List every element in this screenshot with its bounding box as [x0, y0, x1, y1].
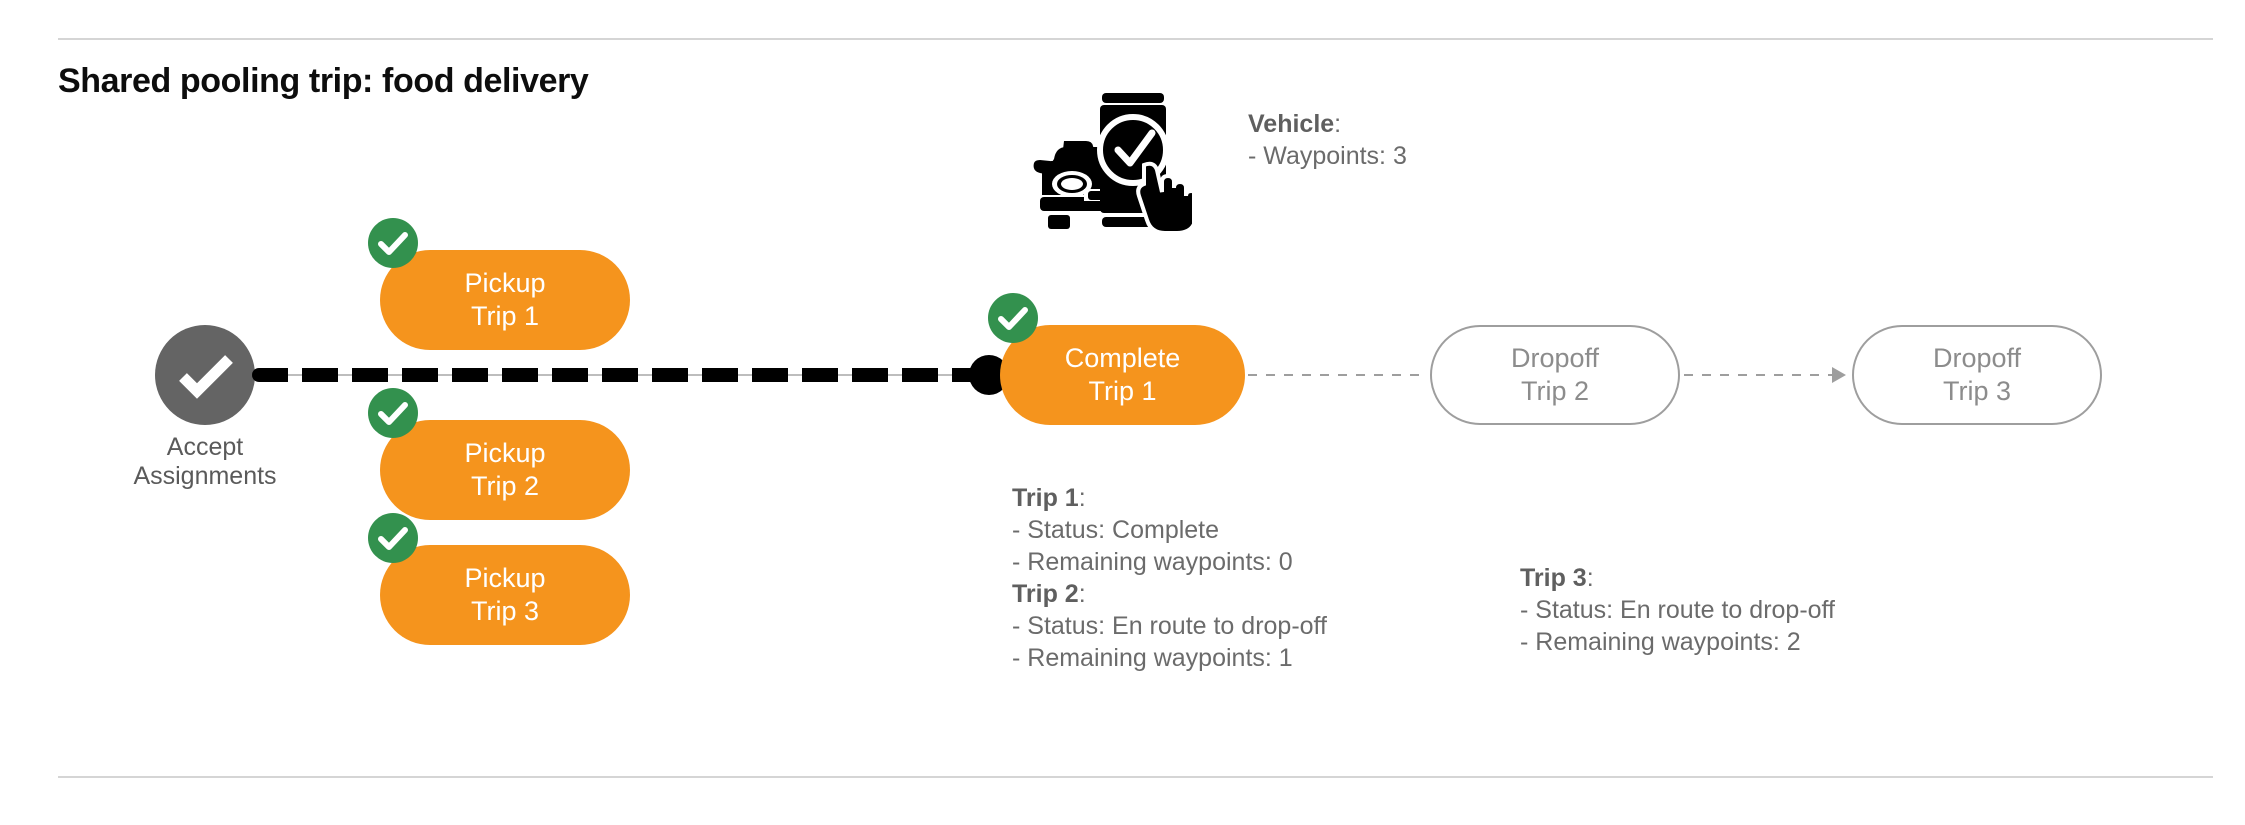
node-pickup-trip-1[interactable]: Pickup Trip 1 — [380, 250, 630, 350]
trip-1-heading-colon: : — [1078, 484, 1086, 512]
vehicle-info-block: Vehicle: - Waypoints: 3 — [1248, 108, 1407, 172]
connector-complete-to-dropoff-2 — [1248, 374, 1428, 376]
trip-2-status-line: - Status: En route to drop-off — [1012, 612, 1327, 640]
vehicle-waypoints-line: - Waypoints: 3 — [1248, 142, 1407, 170]
trip-2-waypoints-line: - Remaining waypoints: 1 — [1012, 644, 1293, 672]
node-pickup-trip-3[interactable]: Pickup Trip 3 — [380, 545, 630, 645]
pickup-3-line1: Pickup — [464, 563, 546, 594]
trip-1-heading-row: Trip 1: — [1012, 482, 1327, 514]
vehicle-info-heading: Vehicle — [1248, 110, 1335, 138]
car-phone-check-icon — [1032, 85, 1192, 233]
start-node-label: Accept Assignments — [95, 433, 315, 491]
trip-3-waypoints-line: - Remaining waypoints: 2 — [1520, 628, 1801, 656]
check-badge-icon-pickup-3 — [368, 513, 418, 563]
node-complete-trip-1[interactable]: Complete Trip 1 — [1000, 325, 1245, 425]
check-badge-icon-pickup-2 — [368, 388, 418, 438]
start-label-line2: Assignments — [133, 462, 277, 490]
trip-2-heading-row: Trip 2: — [1012, 578, 1327, 610]
trip-3-heading-colon: : — [1586, 564, 1594, 592]
trip-3-heading-row: Trip 3: — [1520, 562, 1835, 594]
complete-line1: Complete — [1064, 343, 1181, 374]
check-circle-icon — [155, 325, 255, 425]
trip-2-heading-colon: : — [1078, 580, 1086, 608]
trip-1-status-line: - Status: Complete — [1012, 516, 1220, 544]
node-dropoff-trip-2[interactable]: Dropoff Trip 2 — [1430, 325, 1680, 425]
dropoff-2-line2: Trip 2 — [1520, 376, 1589, 406]
page-title: Shared pooling trip: food delivery — [58, 62, 589, 100]
bottom-divider — [58, 776, 2213, 778]
start-node-accept-assignments[interactable]: Accept Assignments — [133, 325, 277, 490]
pickup-2-line1: Pickup — [464, 438, 546, 469]
node-dropoff-trip-3[interactable]: Dropoff Trip 3 — [1852, 325, 2102, 425]
trip-1-heading: Trip 1 — [1012, 484, 1079, 512]
start-label-line1: Accept — [166, 433, 244, 461]
check-badge-icon-pickup-1 — [368, 218, 418, 268]
main-dashed-connector — [252, 367, 997, 383]
trip-1-waypoints-line: - Remaining waypoints: 0 — [1012, 548, 1293, 576]
pickup-2-line2: Trip 2 — [470, 471, 539, 501]
check-badge-icon-complete-trip-1 — [988, 293, 1038, 343]
connector-arrowhead-icon — [1832, 367, 1846, 383]
vehicle-info-heading-colon: : — [1334, 110, 1342, 138]
dropoff-3-line1: Dropoff — [1932, 343, 2022, 374]
dropoff-3-line2: Trip 3 — [1942, 376, 2011, 406]
pickup-3-line2: Trip 3 — [470, 596, 539, 626]
pickup-1-line2: Trip 1 — [470, 301, 539, 331]
trip-2-heading: Trip 2 — [1012, 580, 1079, 608]
connector-dropoff-2-to-dropoff-3 — [1684, 374, 1832, 376]
connector-dashes — [252, 368, 997, 382]
complete-line2: Trip 1 — [1088, 376, 1157, 406]
top-divider — [58, 38, 2213, 40]
pickup-1-line1: Pickup — [464, 268, 546, 299]
vehicle-info-heading-row: Vehicle: — [1248, 108, 1407, 140]
dropoff-2-line1: Dropoff — [1510, 343, 1600, 374]
trip-3-heading: Trip 3 — [1520, 564, 1587, 592]
trip-1-2-info-block: Trip 1: - Status: Complete - Remaining w… — [1012, 482, 1327, 674]
node-pickup-trip-2[interactable]: Pickup Trip 2 — [380, 420, 630, 520]
trip-3-status-line: - Status: En route to drop-off — [1520, 596, 1835, 624]
trip-3-info-block: Trip 3: - Status: En route to drop-off -… — [1520, 562, 1835, 658]
